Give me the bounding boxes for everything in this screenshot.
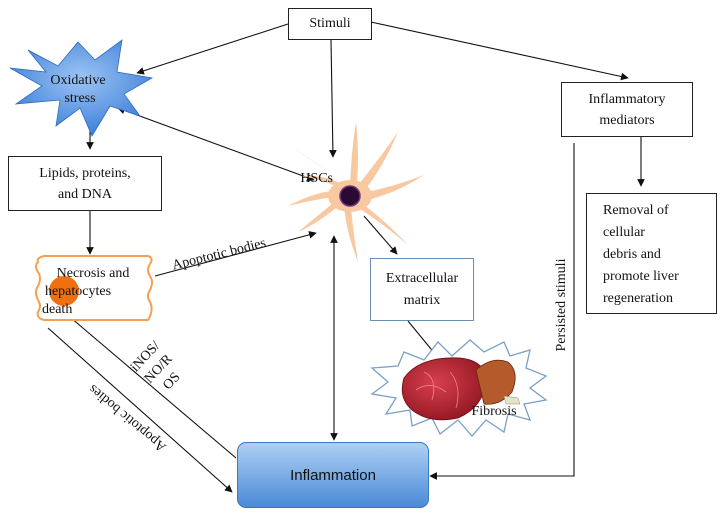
- arrow-stimuli-to-hscs: [329, 39, 337, 158]
- extracellular-matrix-box: Extracellular matrix: [370, 258, 474, 321]
- fibrosis-label: Fibrosis: [471, 404, 516, 419]
- hsc-cell-node: HSCs: [288, 122, 424, 262]
- oxidative-label-2: stress: [64, 91, 95, 106]
- inflammatory-label-2: mediators: [599, 112, 655, 128]
- arrow-stimuli-to-oxidative: [136, 23, 289, 75]
- arrow-stimuli-to-inflammatory: [370, 21, 629, 81]
- inflammation-box: Inflammation: [237, 442, 429, 508]
- arrow-oxidative-hscs: [117, 106, 315, 182]
- inflammatory-label-1: Inflammatory: [588, 91, 666, 107]
- arrow-inflammation-to-necrosis: [63, 311, 237, 459]
- arrow-hscs-to-ecm: [363, 215, 398, 255]
- necrosis-spot-icon: [49, 276, 79, 306]
- edges: [47, 21, 645, 493]
- ecm-label-2: matrix: [403, 292, 441, 308]
- necrosis-label-3: death: [42, 302, 72, 317]
- lipids-label-1: Lipids, proteins,: [39, 165, 131, 181]
- hsc-nucleus-icon: [339, 185, 361, 207]
- hscs-label: HSCs: [300, 171, 333, 186]
- lipids-label-2: and DNA: [57, 186, 113, 202]
- arrow-necrosis-to-hscs: [154, 231, 317, 277]
- lipids-box: Lipids, proteins, and DNA: [8, 156, 162, 211]
- inflammatory-mediators-box: Inflammatory mediators: [561, 82, 693, 137]
- removal-box: Removal of cellular debris and promote l…: [586, 193, 717, 314]
- edge-label-apoptotic-bottom: Apoptotic bodies: [86, 381, 169, 454]
- liver-icon: [401, 357, 521, 421]
- stimuli-label: Stimuli: [309, 16, 351, 31]
- hsc-cell-icon: [288, 122, 424, 262]
- oxidative-star-icon: [9, 39, 154, 137]
- edge-label-persisted-stimuli: Persisted stimuli: [554, 258, 569, 351]
- arrow-persisted-stimuli: [429, 143, 575, 480]
- removal-label-1: Removal of: [603, 203, 669, 218]
- inflammation-label: Inflammation: [290, 466, 376, 484]
- necrosis-label-2: hepatocytes: [45, 284, 111, 299]
- removal-label-2: cellular: [603, 225, 645, 240]
- removal-label-5: regeneration: [603, 291, 673, 306]
- necrosis-label-1: Necrosis and: [57, 266, 130, 281]
- removal-label-4: promote liver: [603, 269, 679, 284]
- arrow-necrosis-to-inflammation: [47, 327, 233, 493]
- necrosis-node: Necrosis and hepatocytes death: [35, 255, 153, 321]
- fibrosis-node: Fibrosis: [370, 339, 548, 437]
- ecm-label-1: Extracellular: [385, 270, 459, 286]
- edge-label-apoptotic-top: Apoptotic bodies: [171, 236, 268, 274]
- removal-label-3: debris and: [603, 247, 661, 262]
- oxidative-stress-node: Oxidative stress: [9, 39, 154, 137]
- edge-label-inos: iNOS/ NO/R OS: [128, 339, 184, 393]
- stimuli-box: Stimuli: [288, 8, 372, 40]
- oxidative-label-1: Oxidative: [50, 73, 105, 88]
